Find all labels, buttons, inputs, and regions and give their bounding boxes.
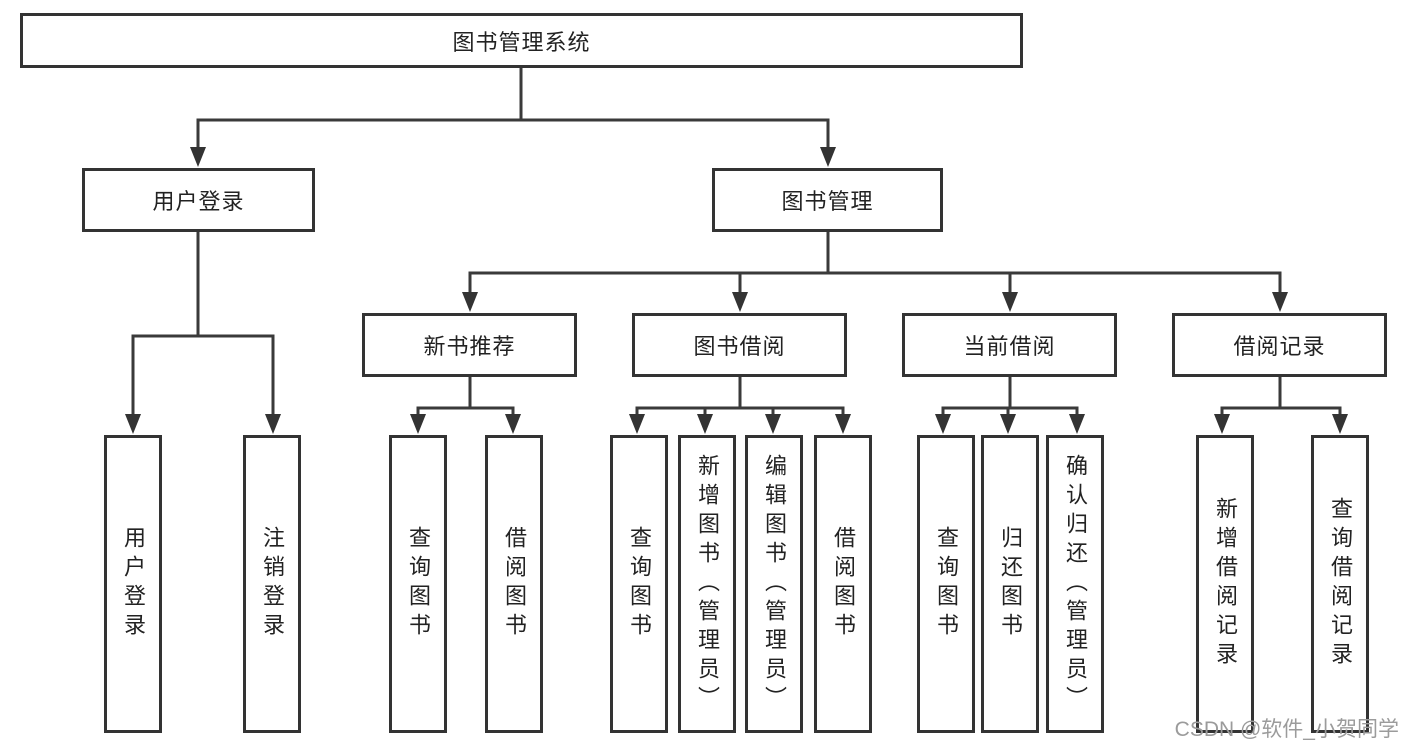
node-new-book-recommend-label: 新书推荐 xyxy=(423,334,516,359)
leaf-confirm-return-admin-label: 确认归还（管理员） xyxy=(1063,453,1088,715)
leaf-borrow-book-recommend: 借阅图书 xyxy=(485,435,543,733)
node-new-book-recommend: 新书推荐 xyxy=(362,313,577,377)
leaf-query-book-current: 查询图书 xyxy=(917,435,975,733)
leaf-user-login-label: 用户登录 xyxy=(121,526,146,642)
node-root-label: 图书管理系统 xyxy=(452,29,591,55)
leaf-add-book-admin: 新增图书（管理员） xyxy=(678,435,736,733)
leaf-query-book-recommend: 查询图书 xyxy=(389,435,447,733)
leaf-borrow-book-label: 借阅图书 xyxy=(831,526,856,642)
leaf-user-login: 用户登录 xyxy=(104,435,162,733)
leaf-return-book-label: 归还图书 xyxy=(998,526,1023,642)
leaf-query-book-recommend-label: 查询图书 xyxy=(406,526,431,642)
leaf-query-borrow-record: 查询借阅记录 xyxy=(1311,435,1369,733)
node-book-management-label: 图书管理 xyxy=(781,189,874,214)
node-book-management: 图书管理 xyxy=(712,168,943,232)
leaf-edit-book-admin: 编辑图书（管理员） xyxy=(745,435,803,733)
node-book-borrow: 图书借阅 xyxy=(632,313,847,377)
leaf-logout-login-label: 注销登录 xyxy=(260,526,285,642)
csdn-watermark: CSDN @软件_小贺同学 xyxy=(1174,718,1399,741)
leaf-logout-login: 注销登录 xyxy=(243,435,301,733)
leaf-add-borrow-record: 新增借阅记录 xyxy=(1196,435,1254,733)
arrowheads xyxy=(125,147,1348,434)
node-user-login-label: 用户登录 xyxy=(152,189,245,214)
leaf-query-book-borrow: 查询图书 xyxy=(610,435,668,733)
node-borrow-records-label: 借阅记录 xyxy=(1233,334,1326,359)
node-user-login: 用户登录 xyxy=(82,168,315,232)
node-borrow-records: 借阅记录 xyxy=(1172,313,1387,377)
leaf-return-book: 归还图书 xyxy=(981,435,1039,733)
leaf-query-book-current-label: 查询图书 xyxy=(934,526,959,642)
leaf-add-borrow-record-label: 新增借阅记录 xyxy=(1213,497,1238,671)
leaf-add-book-admin-label: 新增图书（管理员） xyxy=(695,453,720,715)
leaf-borrow-book-recommend-label: 借阅图书 xyxy=(502,526,527,642)
leaf-borrow-book: 借阅图书 xyxy=(814,435,872,733)
leaf-query-borrow-record-label: 查询借阅记录 xyxy=(1328,497,1353,671)
node-root-system: 图书管理系统 xyxy=(20,13,1023,68)
node-current-borrow-label: 当前借阅 xyxy=(963,334,1056,359)
node-current-borrow: 当前借阅 xyxy=(902,313,1117,377)
leaf-edit-book-admin-label: 编辑图书（管理员） xyxy=(762,453,787,715)
leaf-confirm-return-admin: 确认归还（管理员） xyxy=(1046,435,1104,733)
node-book-borrow-label: 图书借阅 xyxy=(693,334,786,359)
leaf-query-book-borrow-label: 查询图书 xyxy=(627,526,652,642)
